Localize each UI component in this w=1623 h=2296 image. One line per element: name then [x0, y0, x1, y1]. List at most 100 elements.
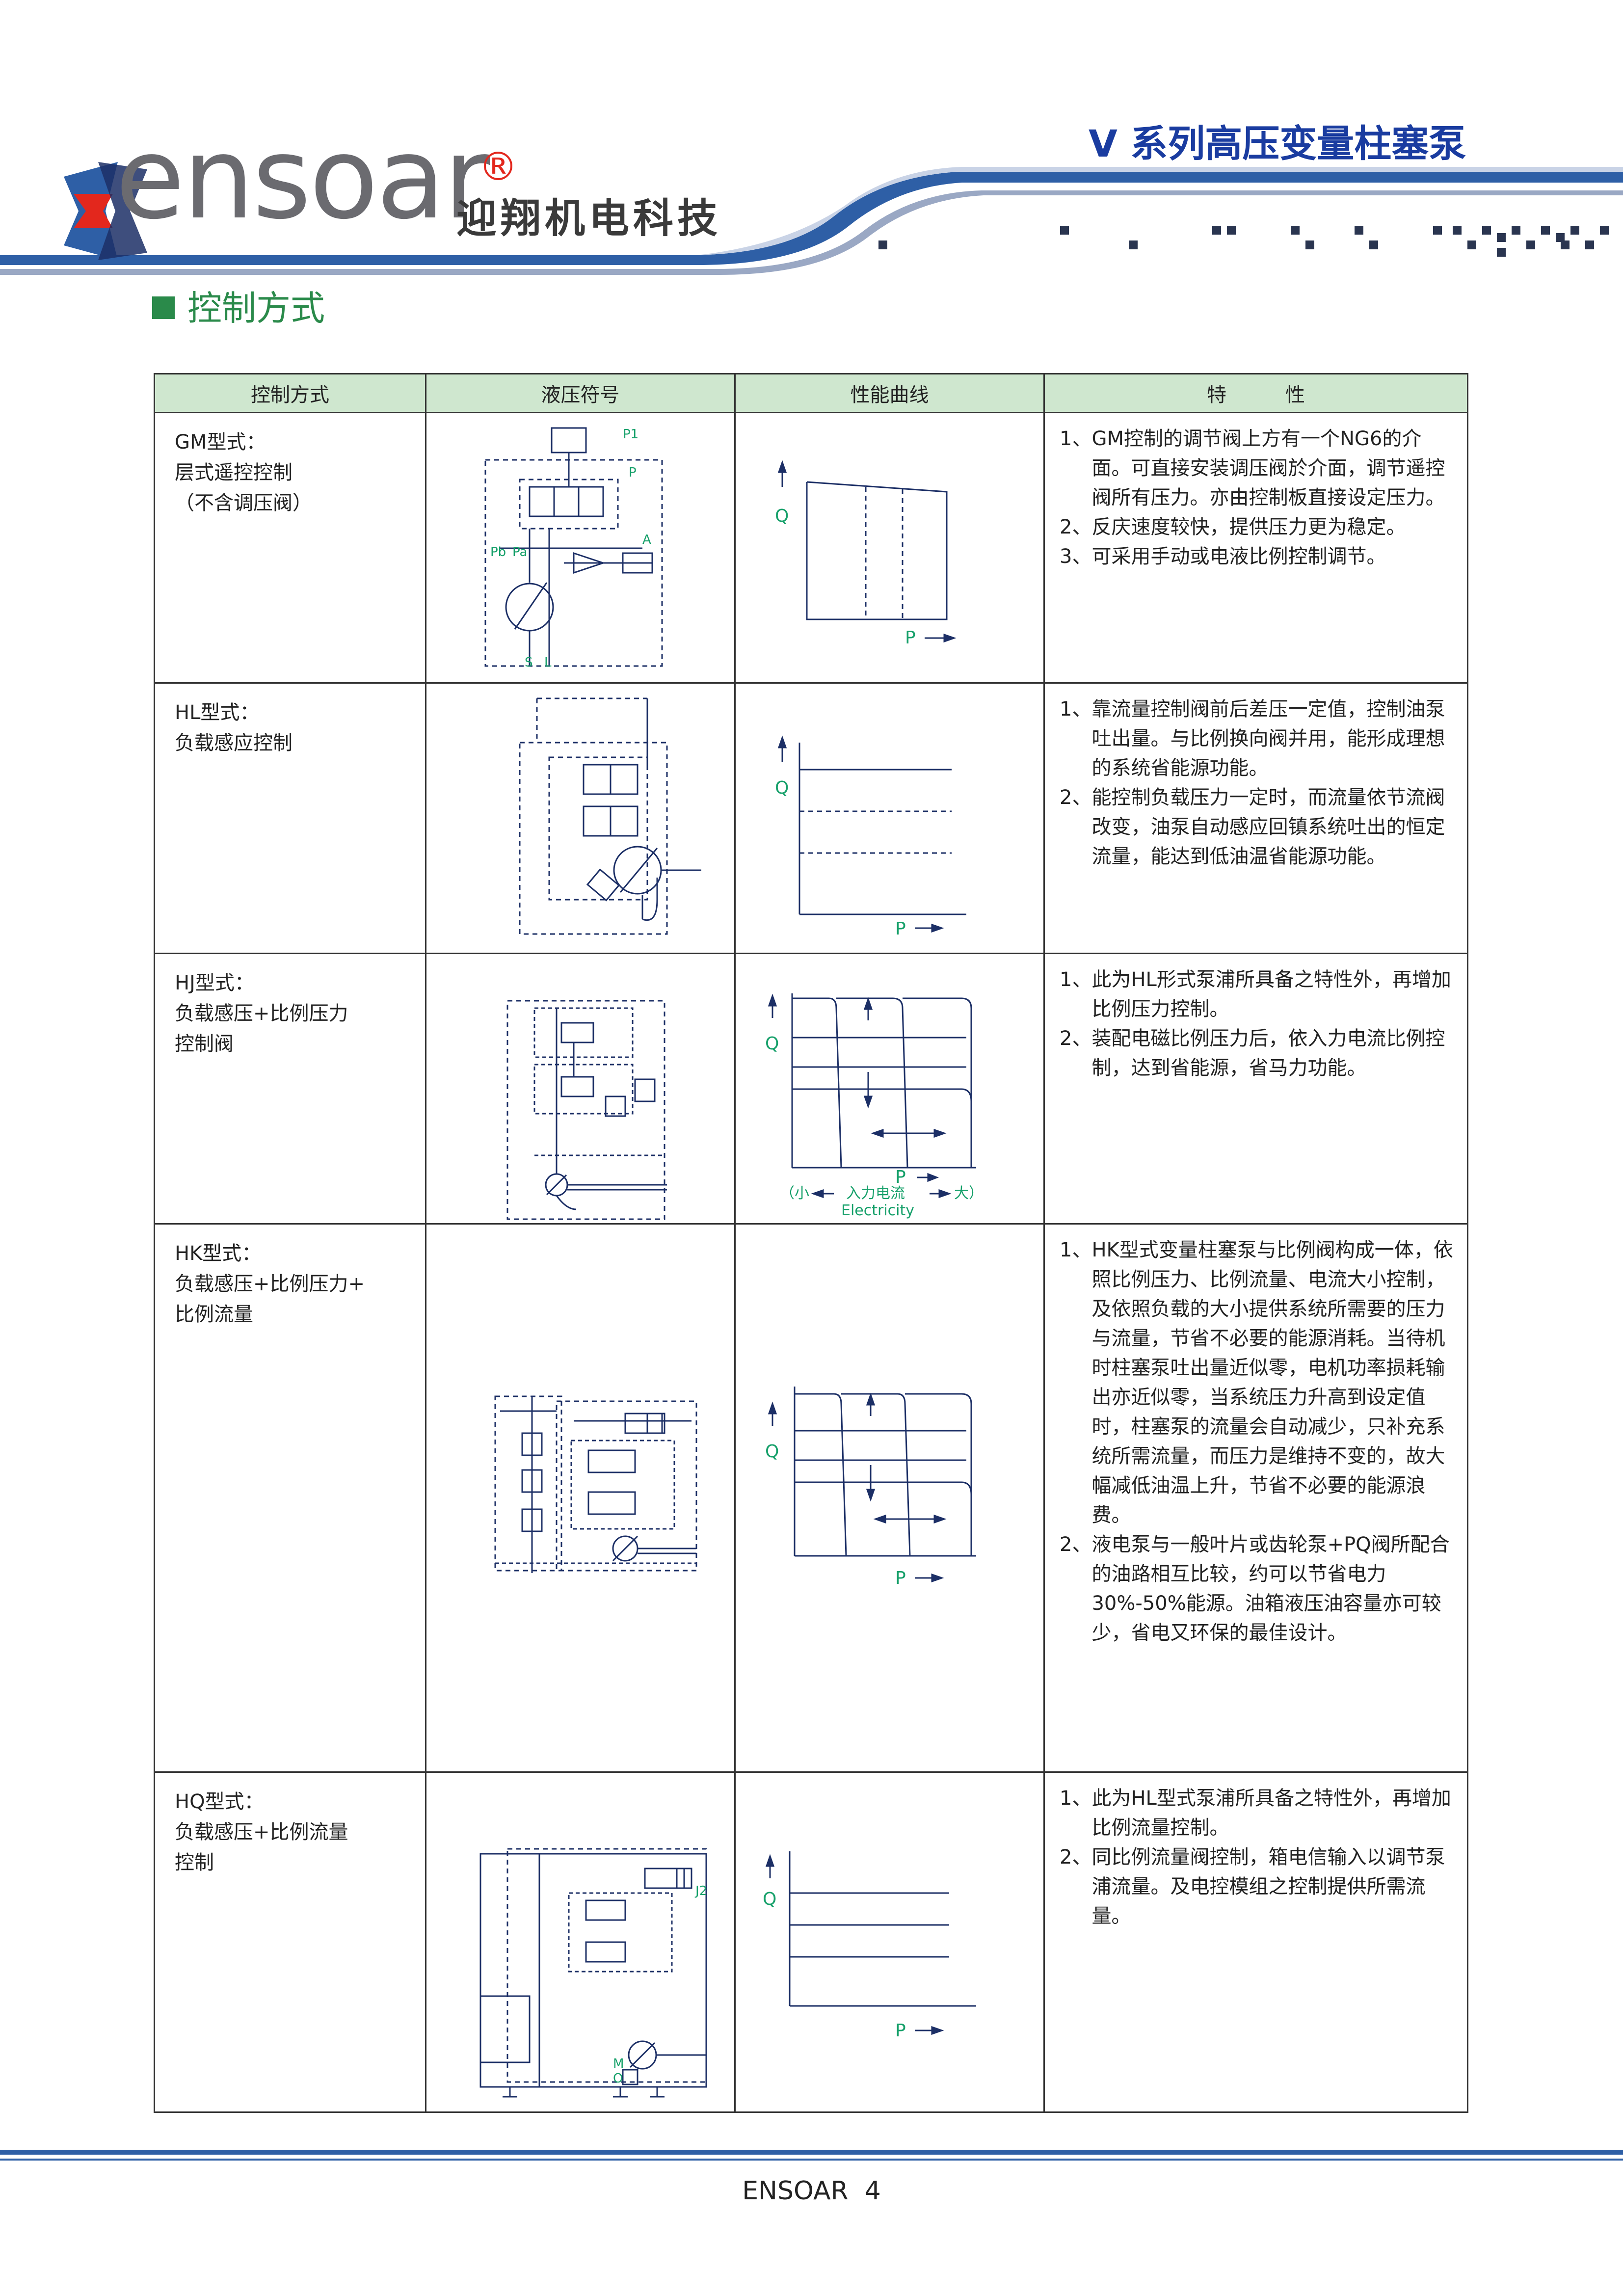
registered-mark: ® [479, 144, 518, 189]
table-row: GM型式： 层式遥控控制 （不含调压阀） P1 P A [154, 412, 1468, 684]
symbol-label: P [629, 465, 637, 480]
hydraulic-symbol-hj [506, 1000, 667, 1220]
mode-line: 负载感应控制 [175, 732, 293, 754]
hydraulic-symbol-hq [479, 1848, 707, 2098]
curve-x-label: P [895, 919, 906, 939]
curve-x-label: P [905, 628, 916, 648]
section-title: 控制方式 [152, 291, 325, 325]
performance-curve-hk [768, 1387, 976, 1583]
feature-item: 2、能控制负载压力一定时，而流量依节流阀改变，油泵自动感应回镇系统吐出的恒定流量… [1060, 786, 1445, 868]
symbol-label: M [613, 2056, 624, 2071]
symbol-label: S [525, 655, 533, 670]
curve-cell: Q P （小 入力电流 大） Electricity [734, 953, 1045, 1225]
mode-line: 负载感压+比例压力 [175, 1002, 348, 1025]
table-row: HL型式： 负载感应控制 [154, 682, 1468, 954]
mode-line: 负载感压+比例流量 [175, 1821, 348, 1843]
feature-item: 2、同比例流量阀控制，箱电信输入以调节泵浦流量。及电控模组之控制提供所需流量。 [1060, 1846, 1445, 1927]
curve-note-current: 入力电流 [846, 1185, 905, 1202]
performance-curve-hq [765, 1851, 976, 2035]
curve-cell: Q P [734, 1223, 1045, 1773]
curve-y-label: Q [775, 778, 789, 798]
symbol-label: O [613, 2071, 623, 2086]
symbol-cell [425, 953, 736, 1225]
performance-curve-hl [777, 735, 966, 933]
control-method-table: 控制方式 液压符号 性能曲线 特 性 GM型式： 层式遥控控制 （不含调压阀） [154, 373, 1468, 2113]
mode-cell: HQ型式： 负载感压+比例流量 控制 [154, 1771, 426, 2113]
mode-cell: HL型式： 负载感应控制 [154, 682, 426, 954]
mode-line: 负载感压+比例压力+ [175, 1273, 365, 1295]
mode-line: HQ型式： [175, 1790, 264, 1813]
symbol-label: A [642, 533, 651, 547]
series-title: V 系列高压变量柱塞泵 [1089, 122, 1466, 165]
symbol-cell: J2 M O [425, 1771, 736, 2113]
col-header-feature: 特 性 [1043, 373, 1468, 413]
mode-cell: HJ型式： 负载感压+比例压力 控制阀 [154, 953, 426, 1225]
mode-line: 比例流量 [175, 1303, 253, 1326]
feature-cell: 1、此为HL形式泵浦所具备之特性外，再增加比例压力控制。 2、装配电磁比例压力后… [1043, 953, 1468, 1225]
company-name: 迎翔机电科技 [456, 195, 722, 242]
feature-item: 1、此为HL型式泵浦所具备之特性外，再增加比例流量控制。 [1060, 1787, 1451, 1839]
feature-cell: 1、此为HL型式泵浦所具备之特性外，再增加比例流量控制。 2、同比例流量阀控制，… [1043, 1771, 1468, 2113]
hydraulic-symbol-hk [494, 1395, 697, 1573]
curve-note-electricity: Electricity [841, 1202, 915, 1219]
curve-cell: Q P [734, 682, 1045, 954]
feature-item: 1、GM控制的调节阀上方有一个NG6的介面。可直接安装调压阀於介面，调节遥控阀所… [1060, 427, 1445, 509]
feature-cell: 1、靠流量控制阀前后差压一定值，控制油泵吐出量。与比例换向阀并用，能形成理想的系… [1043, 682, 1468, 954]
footer-rule [0, 2150, 1623, 2155]
mode-line: HL型式： [175, 701, 260, 724]
hydraulic-symbol-hl [519, 697, 701, 935]
curve-x-label: P [895, 2021, 906, 2041]
symbol-label: L [544, 655, 552, 670]
table-row: HQ型式： 负载感压+比例流量 控制 [154, 1771, 1468, 2113]
curve-x-label: P [895, 1167, 906, 1187]
symbol-label: J2 [695, 1884, 708, 1898]
symbol-cell: P1 P A Pb Pa S L [425, 412, 736, 684]
curve-note-big: 大） [954, 1185, 984, 1202]
feature-cell: 1、HK型式变量柱塞泵与比例阀构成一体，依照比例压力、比例流量、电流大小控制，及… [1043, 1223, 1468, 1773]
feature-item: 2、液电泵与一般叶片或齿轮泵+PQ阀所配合的油路相互比较，约可以节省电力30%-… [1060, 1533, 1450, 1644]
table-row: HJ型式： 负载感压+比例压力 控制阀 [154, 953, 1468, 1225]
curve-x-label: P [895, 1568, 906, 1588]
hydraulic-symbol-gm [484, 427, 663, 667]
mode-line: GM型式： [175, 431, 266, 454]
mode-line: HJ型式： [175, 972, 254, 994]
table-header-row: 控制方式 液压符号 性能曲线 特 性 [154, 373, 1468, 413]
mode-line: 层式遥控控制 [175, 461, 293, 484]
mode-cell: HK型式： 负载感压+比例压力+ 比例流量 [154, 1223, 426, 1773]
logo-icon [64, 162, 147, 260]
feature-cell: 1、GM控制的调节阀上方有一个NG6的介面。可直接安装调压阀於介面，调节遥控阀所… [1043, 412, 1468, 684]
col-header-mode: 控制方式 [154, 373, 426, 413]
header-graphics [0, 162, 1623, 275]
mode-line: 控制 [175, 1851, 214, 1874]
mode-cell: GM型式： 层式遥控控制 （不含调压阀） [154, 412, 426, 684]
logo-wordmark: ensoar [115, 113, 490, 244]
section-title-text: 控制方式 [187, 288, 325, 328]
mode-line: HK型式： [175, 1242, 262, 1265]
table-row: HK型式： 负载感压+比例压力+ 比例流量 [154, 1223, 1468, 1773]
symbol-cell [425, 1223, 736, 1773]
symbol-cell [425, 682, 736, 954]
col-header-curve: 性能曲线 [734, 373, 1045, 413]
page-footer: ENSOAR 4 [742, 2176, 881, 2206]
symbol-label: Pa [512, 545, 528, 560]
mode-line: 控制阀 [175, 1033, 234, 1055]
curve-y-label: Q [775, 506, 789, 526]
performance-curve-hj [768, 993, 976, 1199]
symbol-label: P1 [623, 427, 639, 442]
curve-cell: Q P [734, 1771, 1045, 2113]
feature-item: 3、可采用手动或电液比例控制调节。 [1060, 545, 1386, 568]
feature-item: 1、靠流量控制阀前后差压一定值，控制油泵吐出量。与比例换向阀并用，能形成理想的系… [1060, 698, 1445, 779]
curve-note-small: （小 [780, 1185, 809, 1202]
footer-rule-thin [0, 2159, 1623, 2161]
curve-y-label: Q [765, 1034, 779, 1054]
square-bullet-icon [152, 296, 175, 319]
feature-item: 1、HK型式变量柱塞泵与比例阀构成一体，依照比例压力、比例流量、电流大小控制，及… [1060, 1239, 1453, 1526]
curve-cell: Q P [734, 412, 1045, 684]
performance-curve-gm [777, 460, 957, 643]
curve-y-label: Q [765, 1442, 779, 1462]
mode-line: （不含调压阀） [175, 492, 312, 514]
feature-item: 2、装配电磁比例压力后，依入力电流比例控制，达到省能源，省马力功能。 [1060, 1027, 1445, 1079]
feature-item: 1、此为HL形式泵浦所具备之特性外，再增加比例压力控制。 [1060, 968, 1451, 1020]
col-header-symbol: 液压符号 [425, 373, 736, 413]
symbol-label: Pb [490, 545, 506, 560]
